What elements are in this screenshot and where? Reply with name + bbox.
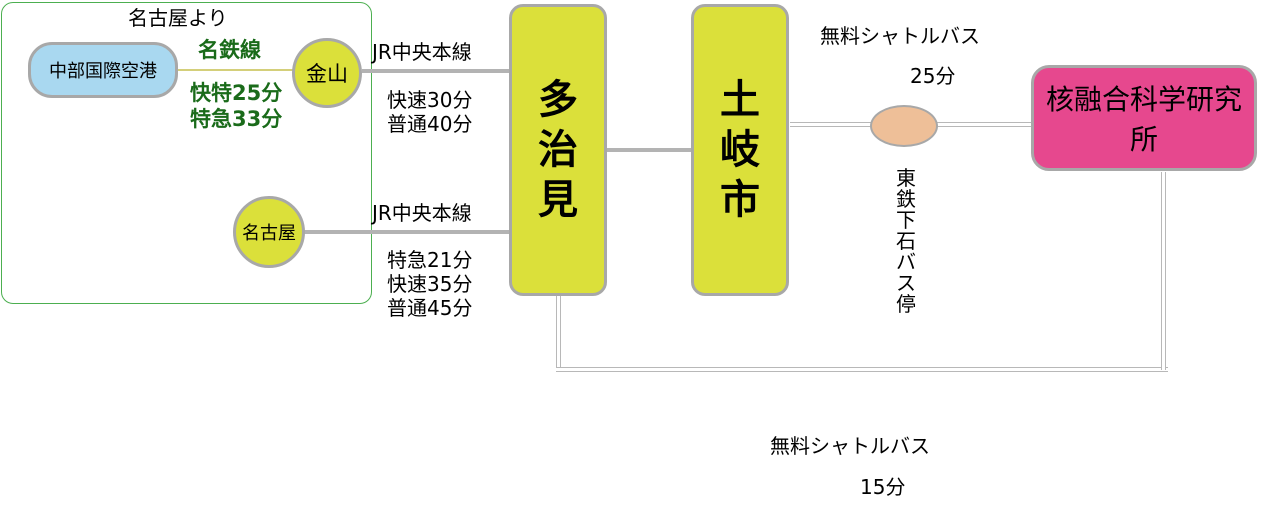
jr-line-kanayama — [362, 69, 512, 73]
bus-stop-marker — [870, 105, 938, 147]
shuttle-toki-name: 無料シャトルバス — [820, 24, 980, 48]
meitetsu-line — [178, 69, 294, 71]
jr-kanayama-line-name: JR中央本線 — [372, 40, 472, 64]
nagoya-node: 名古屋 — [233, 196, 305, 268]
tajimi-label: 多 治 見 — [538, 77, 578, 223]
tokishi-label: 土 岐 市 — [720, 77, 760, 223]
kanayama-node: 金山 — [292, 38, 362, 108]
tajimi-toki-line — [606, 148, 694, 152]
tokishi-station: 土 岐 市 — [691, 4, 789, 296]
shuttle-toki-time: 25分 — [910, 64, 956, 88]
jr-kanayama-time-2: 普通40分 — [387, 112, 473, 136]
jr-kanayama-time-1: 快速30分 — [387, 88, 473, 112]
shuttle-route-tajimi-left — [556, 295, 561, 370]
shuttle-route-tajimi-right — [1161, 172, 1166, 370]
meitetsu-time-2: 特急33分 — [190, 107, 283, 131]
kanayama-label: 金山 — [306, 62, 348, 86]
shuttle-tajimi-name: 無料シャトルバス — [770, 434, 930, 458]
jr-nagoya-time-3: 普通45分 — [387, 296, 473, 320]
nagoya-label: 名古屋 — [242, 223, 296, 244]
jr-nagoya-time-2: 快速35分 — [387, 272, 473, 296]
region-label: 名古屋より — [128, 6, 228, 30]
bus-stop-label: 東 鉄 下 石 バ ス 停 — [896, 166, 916, 316]
jr-nagoya-line-name: JR中央本線 — [372, 201, 472, 225]
jr-line-nagoya — [303, 230, 512, 234]
meitetsu-time-1: 快特25分 — [190, 81, 283, 105]
shuttle-tajimi-time: 15分 — [860, 475, 906, 499]
shuttle-route-tajimi-bottom — [556, 367, 1168, 372]
chubu-airport-node: 中部国際空港 — [28, 42, 178, 98]
meitetsu-line-name: 名鉄線 — [198, 38, 261, 62]
institute-label: 核融合科学研究所 — [1045, 83, 1242, 156]
jr-nagoya-time-1: 特急21分 — [387, 248, 473, 272]
nagoya-region-box — [1, 2, 372, 304]
institute-node: 核融合科学研究所 — [1031, 65, 1257, 171]
chubu-airport-label: 中部国際空港 — [49, 61, 157, 82]
tajimi-station: 多 治 見 — [509, 4, 607, 296]
